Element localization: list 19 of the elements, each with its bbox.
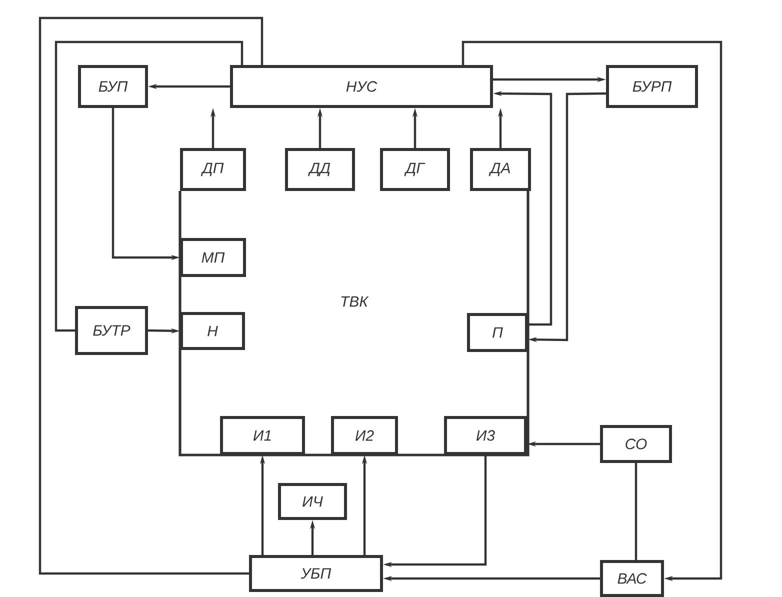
block-box: ВАС — [600, 560, 664, 597]
block-box: МП — [180, 238, 246, 277]
block-box: ДГ — [380, 148, 450, 191]
block-box: И3 — [444, 416, 527, 455]
block-box: ДД — [285, 148, 355, 191]
block-box: НУС — [230, 65, 493, 108]
block-box: ИЧ — [278, 483, 347, 520]
block-box: БУТР — [75, 306, 148, 355]
block-box: И2 — [331, 416, 398, 455]
block-box: БУРП — [606, 65, 698, 108]
block-box: БУП — [78, 65, 148, 108]
block-box: Н — [180, 312, 245, 350]
block-box: СО — [600, 425, 672, 463]
block-box: П — [467, 313, 528, 352]
block-box: И1 — [220, 416, 305, 455]
block-box: ДА — [470, 148, 531, 191]
block-box: ДП — [180, 148, 246, 191]
block-box: УБП — [249, 555, 383, 592]
arrow — [462, 40, 722, 582]
